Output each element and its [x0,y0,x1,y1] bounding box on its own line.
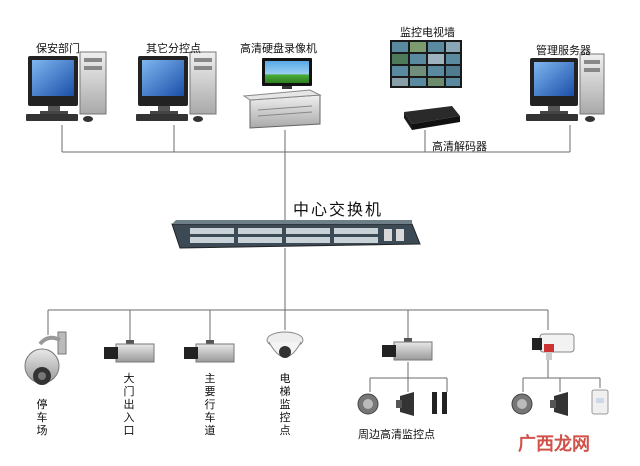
box-camera-gate-icon [104,340,155,363]
video-wall-icon [390,40,462,88]
label-parking: 停车场 [36,398,48,437]
label-sub-control: 其它分控点 [146,42,201,55]
pc-sub-control-icon [136,51,217,122]
label-driveway: 主要行车道 [204,372,216,437]
box-camera-driveway-icon [184,340,235,363]
hd-decoder-icon [404,106,460,130]
watermark-logo: 广西龙网 [518,434,590,455]
speaker-horn-icon [396,392,414,416]
bullet-camera-icon [532,333,575,360]
label-hd-nvr: 高清硬盘录像机 [240,42,317,55]
hd-nvr-icon [242,58,322,129]
dome-camera-elevator-icon [266,331,304,358]
detector-icon [591,389,609,415]
siren-icon [357,393,379,415]
connection-lines [47,125,601,392]
speaker-horn-2-icon [550,392,568,416]
pc-security-icon [26,51,107,122]
label-perimeter: 周边高清监控点 [358,428,435,441]
label-elevator: 电梯监控点 [279,372,291,437]
siren-2-icon [511,393,533,415]
beam-sensor-icon [432,392,447,414]
label-video-wall: 监控电视墙 [400,26,455,39]
ptz-camera-icon [24,331,67,385]
label-hd-decoder: 高清解码器 [432,140,487,153]
pc-mgmt-server-icon [526,53,605,122]
box-camera-perimeter-icon [382,338,433,361]
label-gate: 大门出入口 [123,372,135,437]
label-security-dept: 保安部门 [36,42,80,55]
label-central-switch: 中心交换机 [293,200,384,219]
label-mgmt-server: 管理服务器 [536,44,591,57]
central-switch-icon [171,220,421,249]
